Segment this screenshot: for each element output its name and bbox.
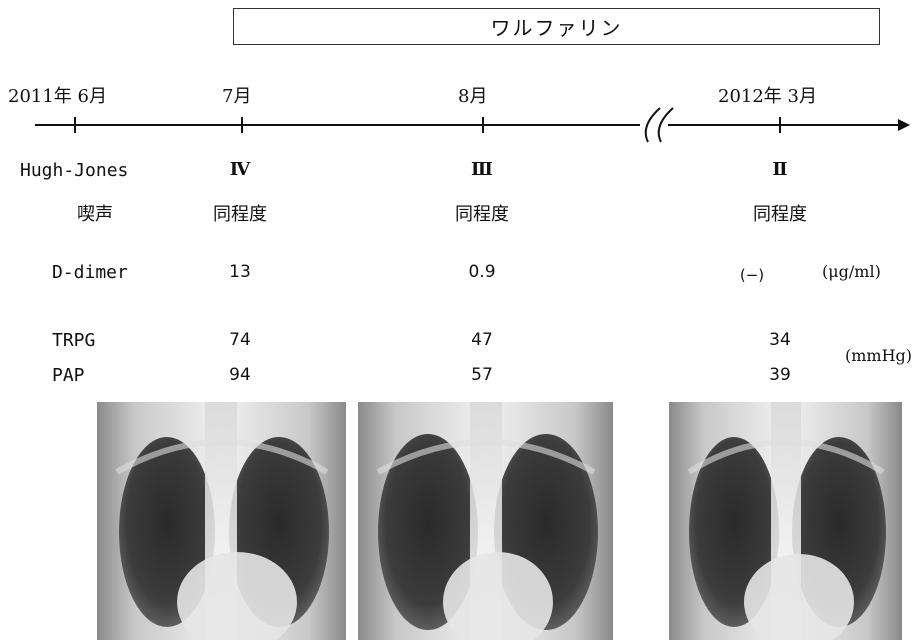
wheeze-aug: 同程度 <box>455 200 509 226</box>
chest-xray-march <box>669 402 902 640</box>
chest-xray-july <box>97 402 346 640</box>
hugh-jones-label: Hugh-Jones <box>20 160 128 181</box>
trpg-label: TRPG <box>52 330 95 351</box>
trpg-mar: 34 <box>769 330 791 350</box>
pressure-unit: (mmHg) <box>845 346 912 365</box>
d-dimer-aug: 0.9 <box>468 262 495 282</box>
pap-jul: 94 <box>229 365 251 385</box>
wheeze-jul: 同程度 <box>213 200 267 226</box>
hugh-jones-aug: Ⅲ <box>471 159 493 180</box>
pap-mar: 39 <box>769 365 791 385</box>
pap-aug: 57 <box>471 365 493 385</box>
hugh-jones-mar: Ⅱ <box>772 159 787 180</box>
trpg-jul: 74 <box>229 330 251 350</box>
pap-label: PAP <box>52 365 85 386</box>
d-dimer-mar: (−) <box>740 266 764 284</box>
d-dimer-unit: (μg/ml) <box>822 262 881 281</box>
trpg-aug: 47 <box>471 330 493 350</box>
d-dimer-jul: 13 <box>229 262 251 282</box>
wheeze-label: 喫声 <box>77 200 113 226</box>
chest-xray-august <box>358 402 613 640</box>
axis-arrowhead <box>898 119 910 131</box>
date-jun-2011: 2011年 6月 <box>8 82 107 108</box>
hugh-jones-jul: Ⅳ <box>230 159 250 180</box>
date-mar-2012: 2012年 3月 <box>718 82 817 108</box>
date-jul: 7月 <box>222 82 251 108</box>
axis-break-mark <box>646 108 660 142</box>
d-dimer-label: D-dimer <box>52 262 128 283</box>
date-aug: 8月 <box>458 82 487 108</box>
wheeze-mar: 同程度 <box>753 200 807 226</box>
